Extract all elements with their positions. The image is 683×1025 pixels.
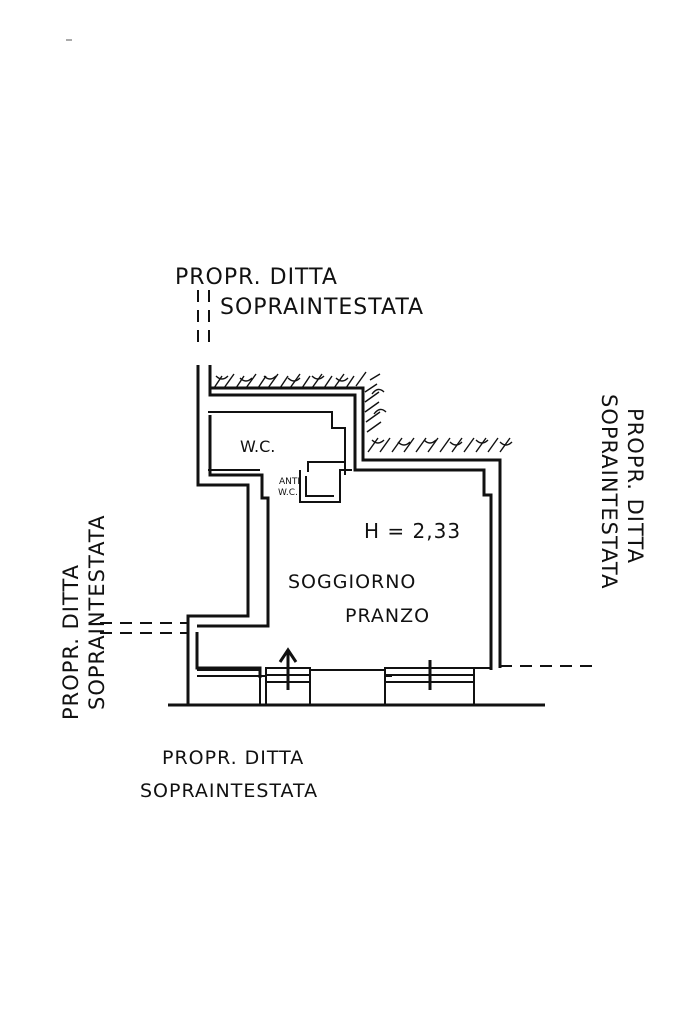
ground-hatching bbox=[213, 371, 513, 453]
label-top-line2: SOPRAINTESTATA bbox=[220, 295, 424, 320]
label-right-line1: PROPR. DITTA bbox=[623, 408, 647, 564]
wc-room bbox=[208, 411, 352, 503]
label-right-line2: SOPRAINTESTATA bbox=[597, 394, 621, 589]
room-label-living-line2: PRANZO bbox=[345, 605, 430, 627]
label-left-line1: PROPR. DITTA bbox=[59, 564, 83, 720]
room-label-living-line1: SOGGIORNO bbox=[288, 571, 416, 593]
room-label-anti-top: ANTI bbox=[279, 477, 300, 487]
label-top-line1: PROPR. DITTA bbox=[175, 265, 338, 290]
window-opening bbox=[384, 660, 475, 690]
label-left-line2: SOPRAINTESTATA bbox=[85, 515, 109, 710]
room-label-anti-bottom: W.C. bbox=[278, 488, 298, 498]
room-height: H = 2,33 bbox=[364, 519, 461, 543]
label-bottom-line2: SOPRAINTESTATA bbox=[140, 780, 318, 802]
label-bottom-line1: PROPR. DITTA bbox=[162, 747, 304, 769]
room-label-wc: W.C. bbox=[240, 437, 275, 456]
entrance-door bbox=[265, 647, 311, 690]
label-left: PROPR. DITTA SOPRAINTESTATA bbox=[59, 515, 109, 720]
label-right: PROPR. DITTA SOPRAINTESTATA bbox=[597, 394, 647, 589]
bottom-wall bbox=[168, 667, 545, 707]
